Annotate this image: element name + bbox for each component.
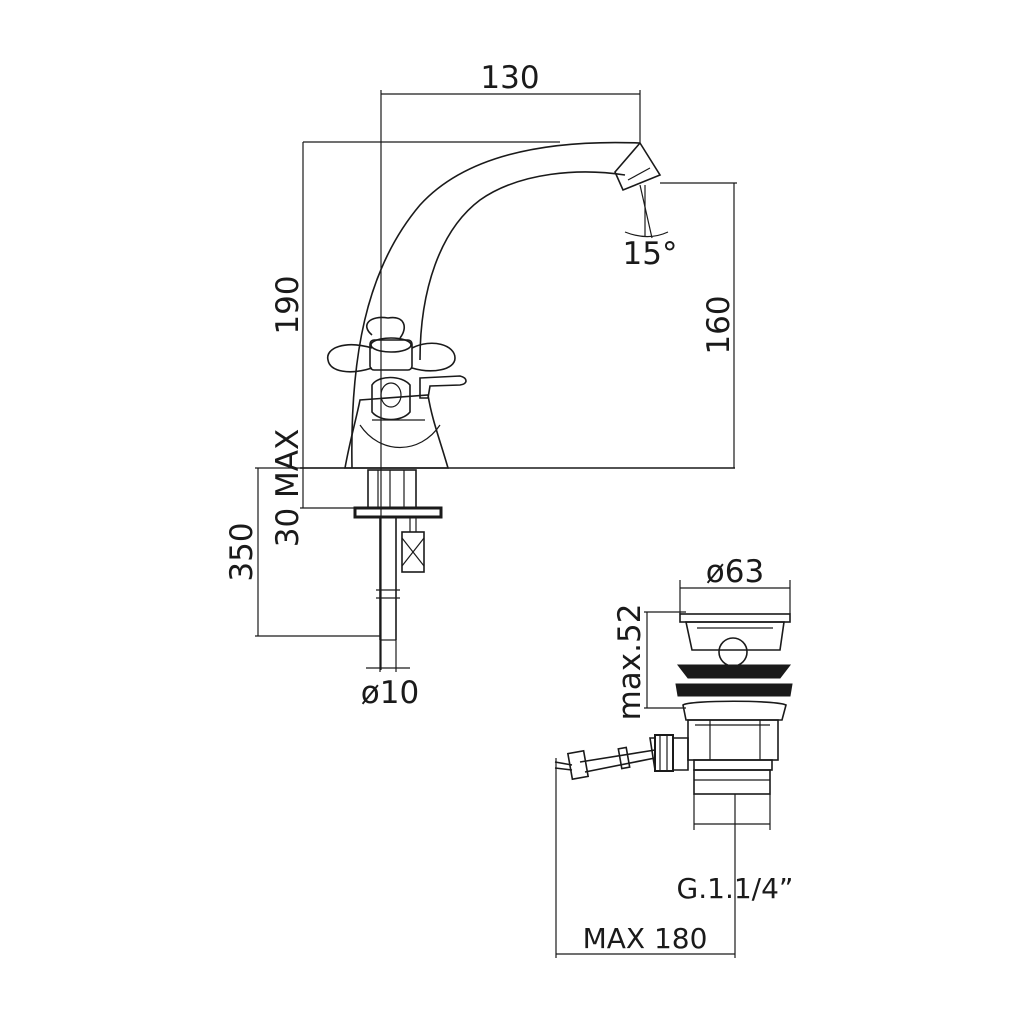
dimension-350: 350 bbox=[224, 467, 380, 637]
spout-nozzle bbox=[614, 141, 662, 192]
faucet-side-view bbox=[300, 90, 735, 670]
dimension-d10: ø10 bbox=[361, 640, 419, 711]
spout-outer-edge bbox=[351, 141, 641, 469]
label-spout-reach: 130 bbox=[480, 60, 539, 96]
label-spout-angle: 15° bbox=[623, 236, 678, 272]
dimension-max52: max.52 bbox=[612, 604, 686, 721]
spout-inner-edge bbox=[419, 171, 626, 361]
dimension-d63: ø63 bbox=[679, 554, 791, 614]
label-waste-height: max.52 bbox=[612, 604, 648, 721]
dimension-190: 190 bbox=[270, 141, 560, 468]
label-rod-length: MAX 180 bbox=[583, 922, 708, 955]
label-hose-length: 350 bbox=[224, 522, 260, 581]
label-deck-thickness: 30 MAX bbox=[270, 429, 306, 548]
dimension-160: 160 bbox=[660, 182, 737, 468]
popup-waste bbox=[554, 613, 793, 795]
label-hose-diameter: ø10 bbox=[361, 675, 419, 711]
popup-lever bbox=[419, 375, 467, 399]
dimension-130: 130 bbox=[381, 60, 641, 143]
faucet-body bbox=[344, 394, 450, 469]
label-waste-diameter: ø63 bbox=[706, 554, 764, 590]
label-total-height: 190 bbox=[270, 275, 306, 334]
cross-handle bbox=[327, 316, 456, 421]
dimension-15-deg: 15° bbox=[623, 184, 678, 272]
mounting-shank bbox=[353, 469, 443, 641]
dimension-30-max: 30 MAX bbox=[270, 429, 368, 548]
dimension-max180: MAX 180 bbox=[555, 774, 736, 958]
label-spout-height: 160 bbox=[701, 295, 737, 354]
